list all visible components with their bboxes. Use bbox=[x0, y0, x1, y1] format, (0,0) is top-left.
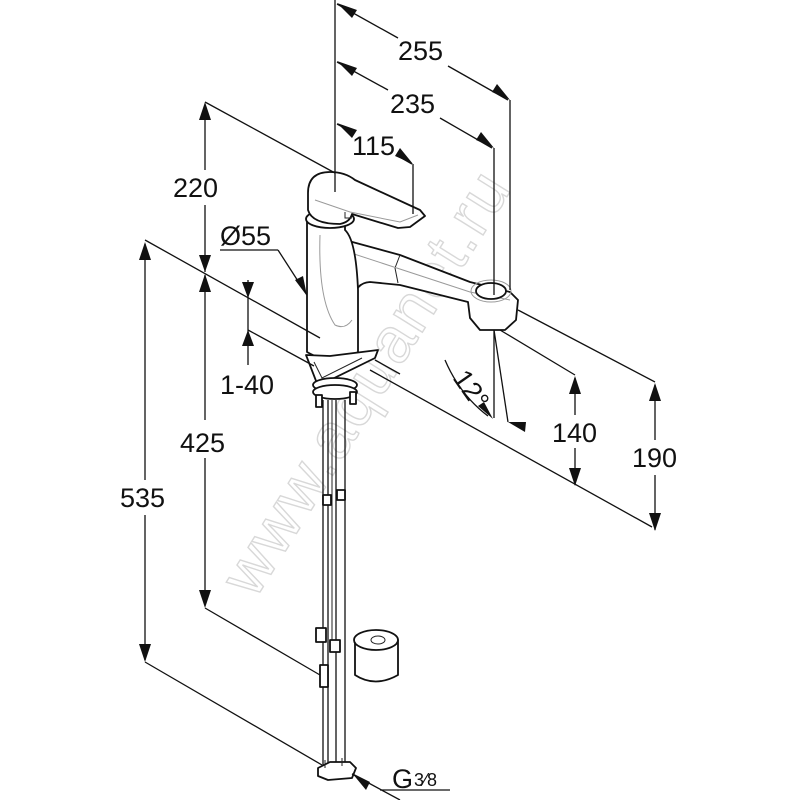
connection-nut bbox=[317, 758, 357, 781]
dim-lever-reach: 115 bbox=[352, 131, 395, 161]
lever-handle bbox=[307, 171, 426, 229]
mounting-bracket bbox=[305, 349, 379, 408]
dim-body-diameter: Ø55 bbox=[220, 221, 271, 251]
hose-weight bbox=[353, 629, 399, 683]
dim-hose-long: 535 bbox=[120, 483, 165, 513]
dimension-labels: 255 235 115 220 Ø55 1-40 425 535 12° 140… bbox=[120, 36, 677, 794]
dim-countertop-thickness: 1-40 bbox=[220, 370, 274, 400]
dim-overall-reach: 255 bbox=[398, 36, 443, 66]
dim-spout-top-height: 190 bbox=[632, 443, 677, 473]
dim-thread-base: G bbox=[392, 764, 413, 794]
dim-spout-angle: 12° bbox=[447, 364, 495, 415]
dim-spout-clearance: 140 bbox=[552, 418, 597, 448]
dim-body-height: 220 bbox=[173, 173, 218, 203]
dim-thread-fraction: 3⁄8 bbox=[414, 770, 437, 790]
pull-out-spout bbox=[344, 239, 519, 341]
dim-spout-reach: 235 bbox=[390, 89, 435, 119]
faucet bbox=[305, 171, 519, 781]
dim-hose-short: 425 bbox=[180, 428, 225, 458]
faucet-body bbox=[305, 209, 359, 361]
dimension-lines bbox=[139, 0, 661, 801]
supply-hoses bbox=[315, 400, 346, 770]
